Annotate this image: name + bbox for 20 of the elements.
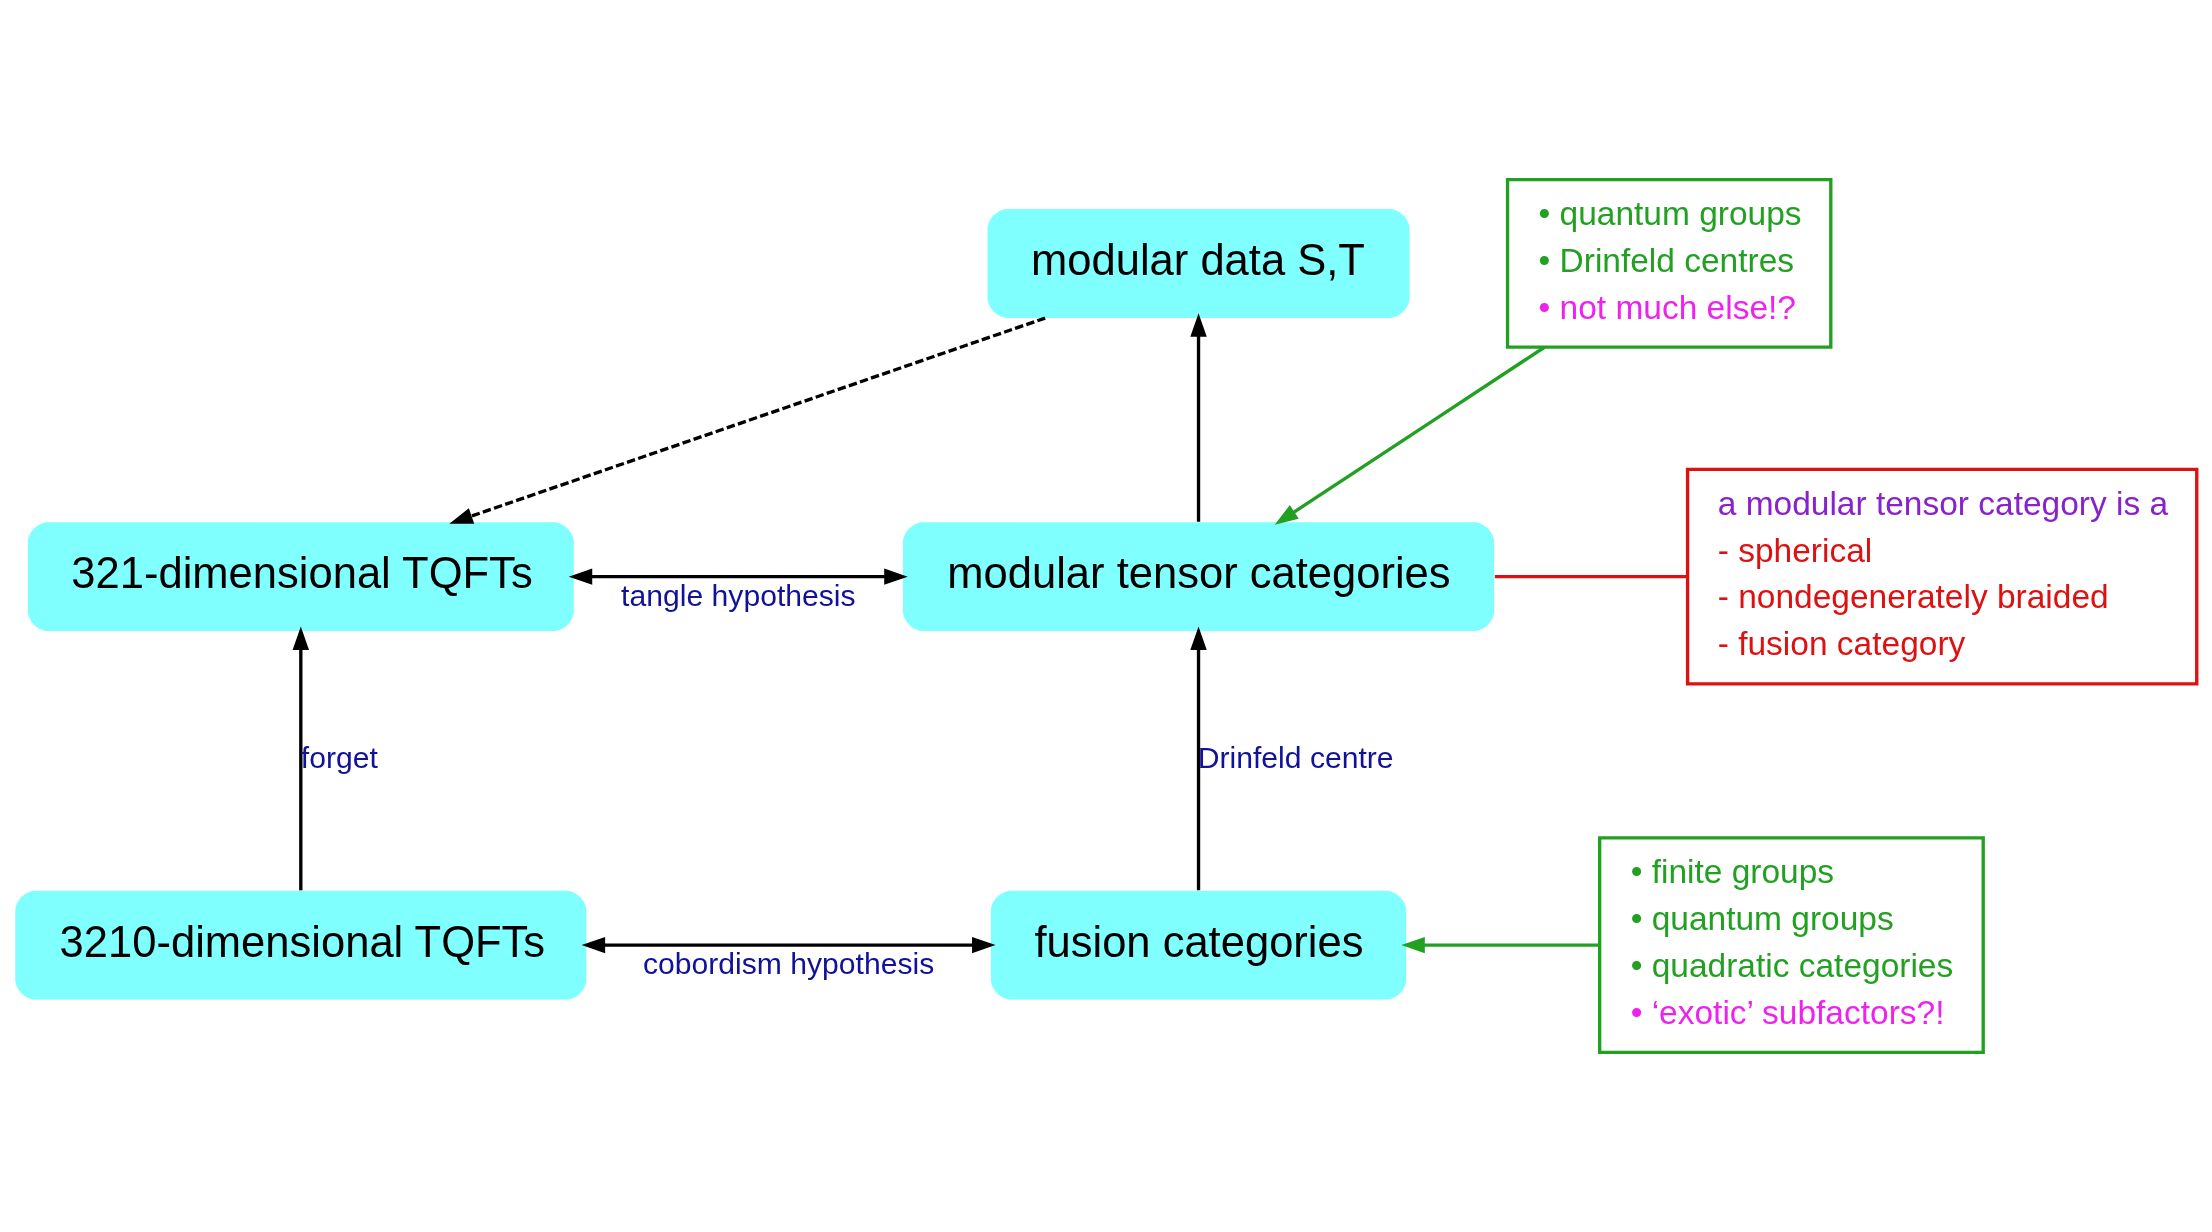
node-box: modular data S,T [987,209,1410,318]
node-box: • finite groups • quantum groups • quadratic categories • ‘exotic’ subfactors?! [1598,836,1985,1054]
connector [1494,574,1688,579]
node-box: fusion categories [990,890,1407,1000]
edge-label: tangle hypothesis [621,578,856,612]
arrow [568,568,908,585]
arrow [1190,313,1207,522]
arrow [581,936,996,954]
node-box: 321-dimensional TQFTs [27,522,574,632]
edge-label: cobordism hypothesis [642,947,935,981]
node-box: modular tensor categories [902,522,1495,632]
edge-label: Drinfeld centre [1197,741,1394,775]
arrow [1274,345,1546,525]
arrow [1401,936,1599,954]
node-box: a modular tensor category is a - spherical - nondegenerately braided - fusion category [1685,467,2199,686]
arrow [292,626,310,891]
arrow [449,316,1046,524]
node-box: 3210-dimensional TQFTs [15,890,587,1000]
node-box: • quantum groups • Drinfeld centres • not much else!? [1505,178,1833,349]
arrow [1190,626,1207,891]
